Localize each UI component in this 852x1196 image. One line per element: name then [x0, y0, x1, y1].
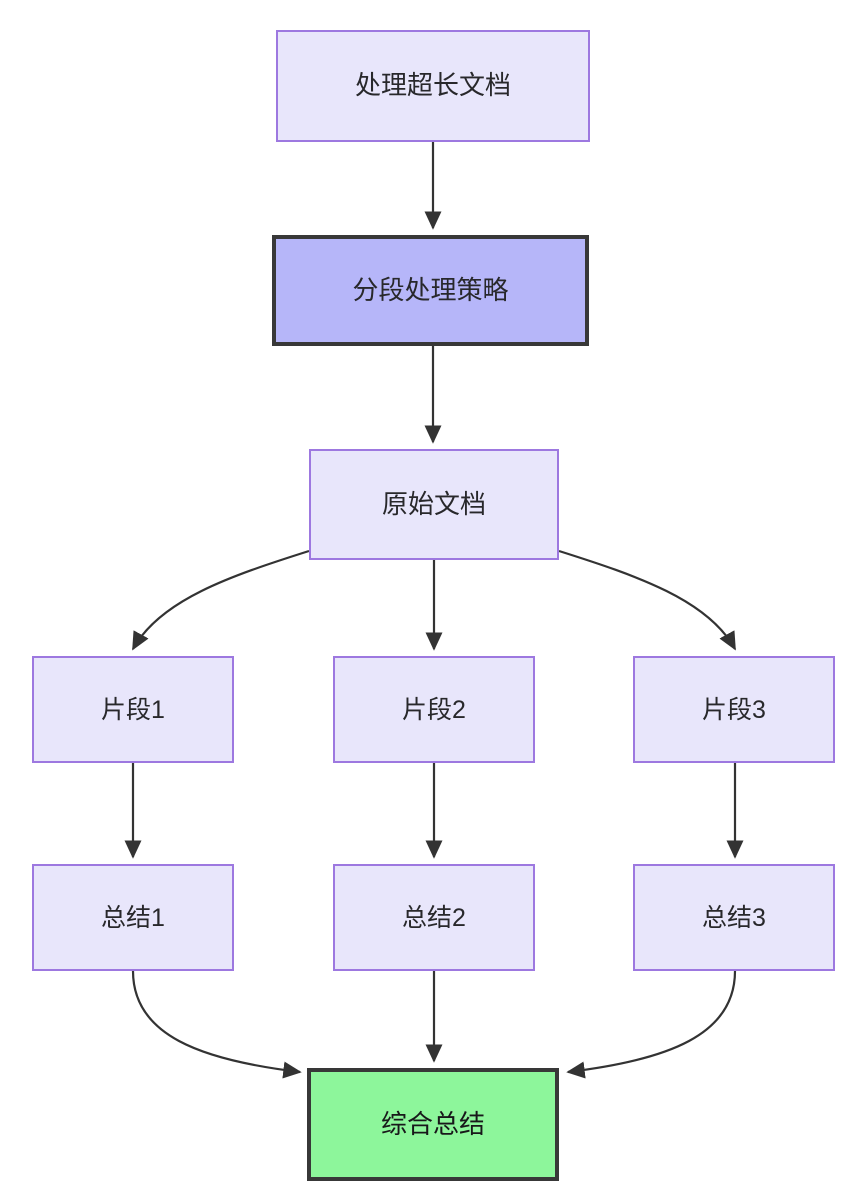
node-doc[interactable]: 处理超长文档 [276, 30, 590, 142]
node-label-sum3: 总结3 [702, 903, 766, 932]
node-label-sum1: 总结1 [101, 903, 165, 932]
node-label-strategy: 分段处理策略 [352, 274, 509, 305]
node-label-sum2: 总结2 [402, 903, 466, 932]
node-frag2[interactable]: 片段2 [333, 656, 535, 763]
node-frag3[interactable]: 片段3 [633, 656, 835, 763]
node-sum3[interactable]: 总结3 [633, 864, 835, 971]
node-label-final: 综合总结 [380, 1108, 485, 1139]
node-label-doc: 处理超长文档 [354, 70, 511, 101]
edge-source-to-frag3 [558, 549, 736, 651]
node-strategy[interactable]: 分段处理策略 [272, 235, 589, 346]
edge-source-to-frag1 [132, 549, 310, 651]
node-final[interactable]: 综合总结 [307, 1068, 559, 1181]
edge-sum3-to-final [566, 970, 737, 1079]
node-label-frag3: 片段3 [702, 695, 766, 724]
node-label-source: 原始文档 [381, 488, 486, 519]
node-label-frag1: 片段1 [101, 695, 165, 724]
node-frag1[interactable]: 片段1 [32, 656, 234, 763]
node-label-frag2: 片段2 [402, 695, 466, 724]
edge-sum1-to-final [131, 970, 302, 1079]
node-source[interactable]: 原始文档 [309, 449, 559, 560]
node-sum2[interactable]: 总结2 [333, 864, 535, 971]
node-sum1[interactable]: 总结1 [32, 864, 234, 971]
